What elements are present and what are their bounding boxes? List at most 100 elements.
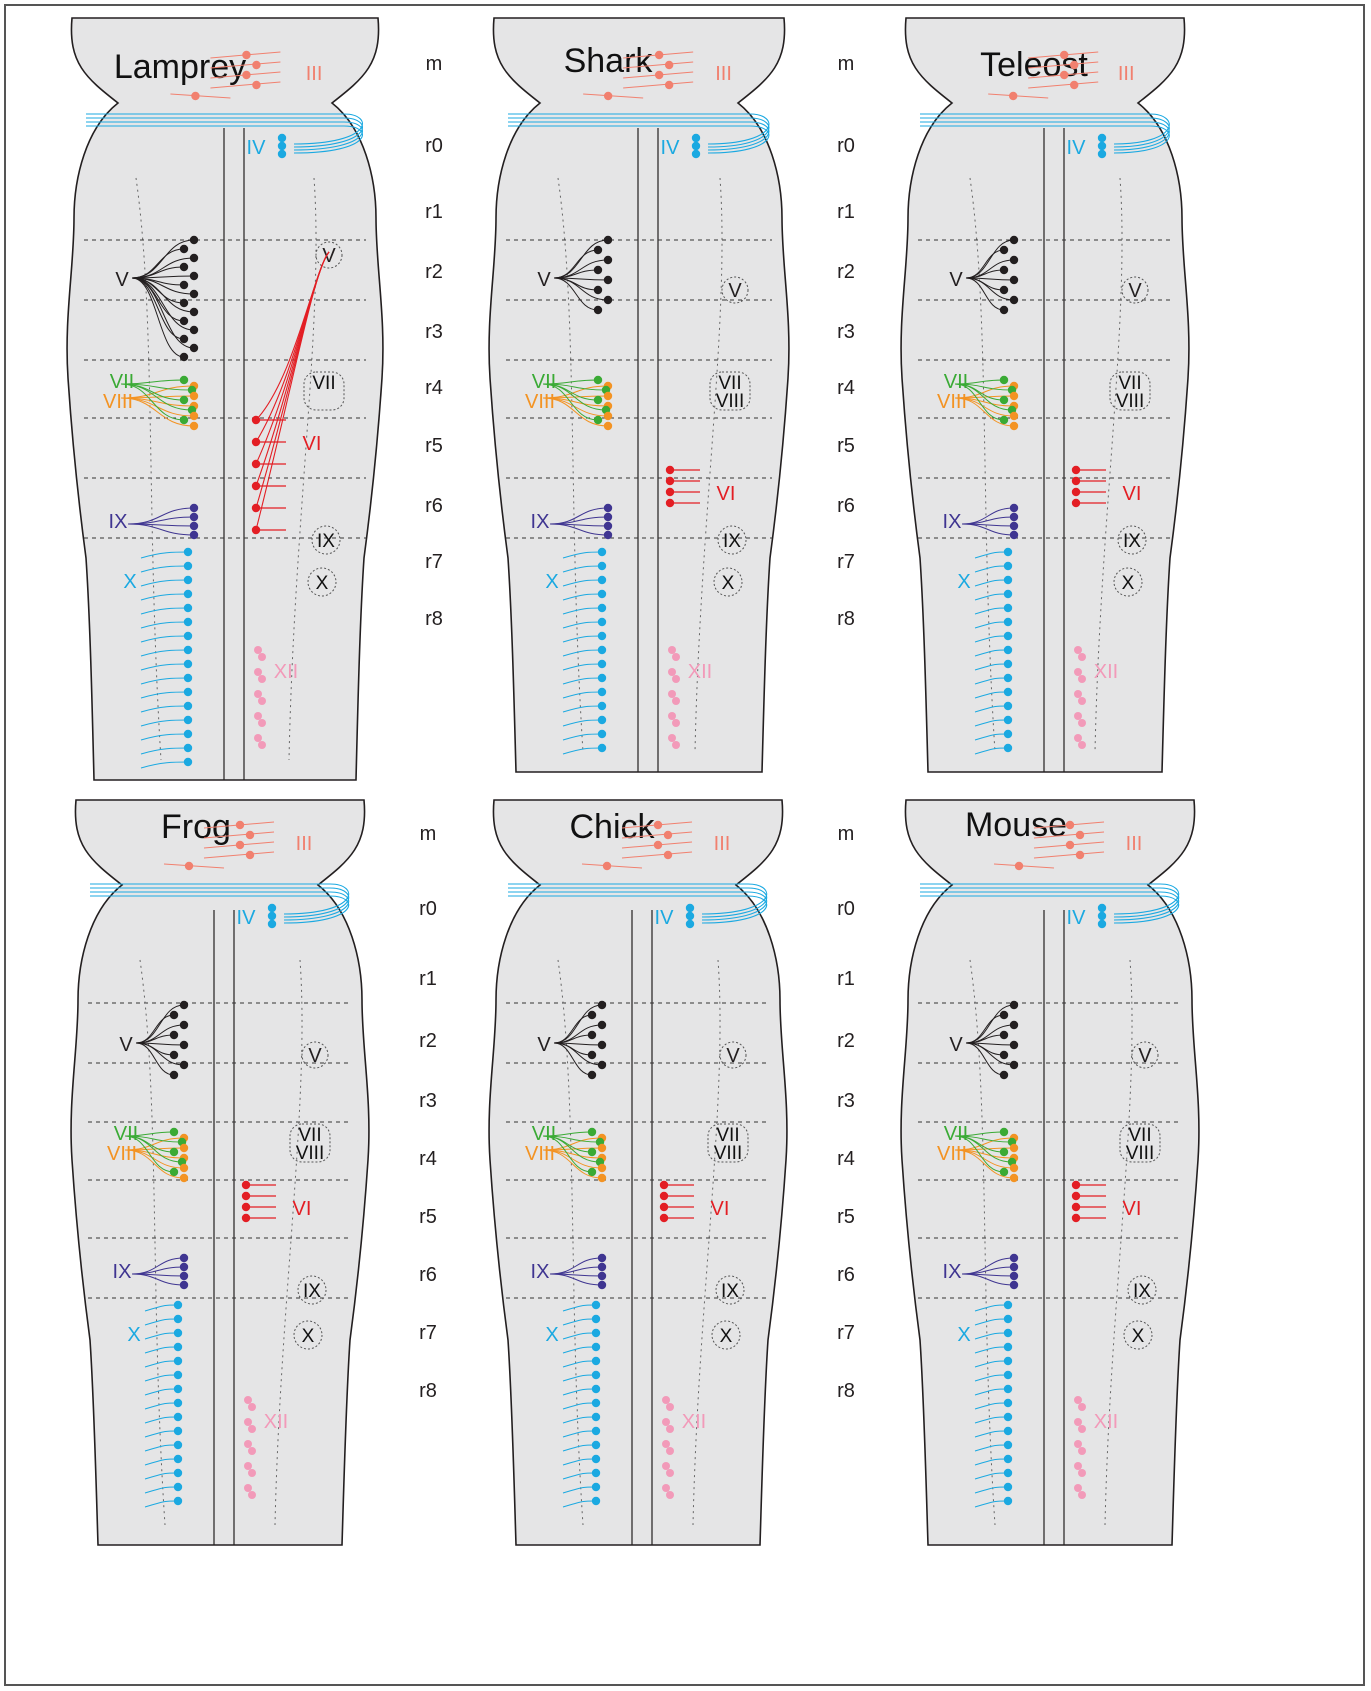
- rhombomere-label-r8: r8: [419, 1380, 437, 1402]
- neuron-soma: [180, 1254, 188, 1262]
- rhombomere-label-r5: r5: [419, 1206, 437, 1228]
- neuron-soma: [588, 1051, 596, 1059]
- label-IV: IV: [1067, 137, 1087, 159]
- label-X: X: [127, 1324, 140, 1346]
- rhombomere-label-r8: r8: [837, 1380, 855, 1402]
- neuron-soma: [598, 632, 606, 640]
- neuron-soma: [594, 416, 602, 424]
- label-XII: XII: [1094, 661, 1118, 683]
- neuron-soma: [184, 674, 192, 682]
- neuron-soma: [1010, 256, 1018, 264]
- neuron-soma: [252, 81, 260, 89]
- neuron-soma: [1074, 646, 1082, 654]
- neuron-soma: [598, 548, 606, 556]
- label-VII: VII: [114, 1123, 138, 1145]
- neuron-soma: [1004, 660, 1012, 668]
- neuron-soma: [1010, 1272, 1018, 1280]
- neuron-soma: [170, 1071, 178, 1079]
- neuron-soma: [1072, 1203, 1080, 1211]
- neuron-soma: [248, 1491, 256, 1499]
- neuron-soma: [1010, 504, 1018, 512]
- neuron-soma: [1000, 286, 1008, 294]
- label-VII-outline: VII: [312, 373, 335, 394]
- neuron-soma: [1004, 702, 1012, 710]
- neuron-soma: [180, 1263, 188, 1271]
- neuron-soma: [1098, 134, 1106, 142]
- neuron-soma: [604, 531, 612, 539]
- neuron-soma: [660, 1203, 668, 1211]
- label-VIII: VIII: [937, 391, 967, 413]
- neuron-soma: [1074, 712, 1082, 720]
- neuron-soma: [1074, 1396, 1082, 1404]
- neuron-soma: [1078, 1491, 1086, 1499]
- neuron-soma: [662, 1462, 670, 1470]
- neuron-soma: [174, 1385, 182, 1393]
- neuron-soma: [1010, 531, 1018, 539]
- neuron-soma: [1010, 1164, 1018, 1172]
- label-VII: VII: [532, 1123, 556, 1145]
- neuron-soma: [190, 392, 198, 400]
- neuron-soma: [180, 317, 188, 325]
- neuron-soma: [1004, 1343, 1012, 1351]
- neuron-soma: [1004, 548, 1012, 556]
- neuron-soma: [594, 246, 602, 254]
- neuron-soma: [592, 1315, 600, 1323]
- label-VIII-outline: VIII: [1126, 1143, 1155, 1164]
- neuron-soma: [588, 1148, 596, 1156]
- neuron-soma: [1004, 1329, 1012, 1337]
- neuron-soma: [598, 1041, 606, 1049]
- neuron-soma: [170, 1011, 178, 1019]
- panel-mouse: MouseIIIIVVVVIIVIIIVIIVIIIVIIXIXXXXII: [901, 800, 1199, 1545]
- label-VI: VI: [711, 1198, 730, 1220]
- neuron-soma: [1004, 1427, 1012, 1435]
- neuron-soma: [1074, 734, 1082, 742]
- neuron-soma: [180, 416, 188, 424]
- neuron-soma: [604, 92, 612, 100]
- label-XII: XII: [688, 661, 712, 683]
- neuron-soma: [598, 1281, 606, 1289]
- neuron-soma: [664, 831, 672, 839]
- neuron-soma: [692, 150, 700, 158]
- neuron-soma: [592, 1301, 600, 1309]
- label-X-outline: X: [722, 573, 735, 594]
- neuron-soma: [1098, 904, 1106, 912]
- rhombomere-label-r7: r7: [419, 1322, 437, 1344]
- label-V-left: V: [537, 1034, 551, 1056]
- label-VI: VI: [303, 433, 322, 455]
- neuron-soma: [598, 688, 606, 696]
- neuron-soma: [1010, 296, 1018, 304]
- neuron-soma: [254, 668, 262, 676]
- panel-chick: ChickIIIIVVVVIIVIIIVIIVIIIVIIXIXXXXII: [489, 800, 787, 1545]
- label-IV: IV: [655, 907, 675, 929]
- rhombomere-label-r0: r0: [419, 898, 437, 920]
- label-IX: IX: [531, 1261, 550, 1283]
- neuron-soma: [655, 51, 663, 59]
- panel-title: Mouse: [965, 806, 1067, 844]
- rhombomere-label-r7: r7: [425, 551, 443, 573]
- label-IX-outline: IX: [721, 1281, 739, 1302]
- neuron-soma: [604, 422, 612, 430]
- neuron-soma: [278, 134, 286, 142]
- neuron-soma: [180, 1021, 188, 1029]
- neuron-soma: [184, 604, 192, 612]
- neuron-soma: [174, 1413, 182, 1421]
- neuron-soma: [604, 256, 612, 264]
- neuron-soma: [1078, 1447, 1086, 1455]
- neuron-soma: [258, 697, 266, 705]
- neuron-soma: [1070, 61, 1078, 69]
- neuron-soma: [1072, 499, 1080, 507]
- neuron-soma: [184, 730, 192, 738]
- neuron-soma: [1072, 1181, 1080, 1189]
- neuron-soma: [184, 548, 192, 556]
- label-VIII: VIII: [107, 1143, 137, 1165]
- label-VI: VI: [717, 483, 736, 505]
- neuron-soma: [666, 499, 674, 507]
- neuron-soma: [1010, 522, 1018, 530]
- neuron-soma: [594, 286, 602, 294]
- neuron-soma: [184, 744, 192, 752]
- label-X-outline: X: [1132, 1326, 1145, 1347]
- neuron-soma: [242, 1181, 250, 1189]
- neuron-soma: [184, 618, 192, 626]
